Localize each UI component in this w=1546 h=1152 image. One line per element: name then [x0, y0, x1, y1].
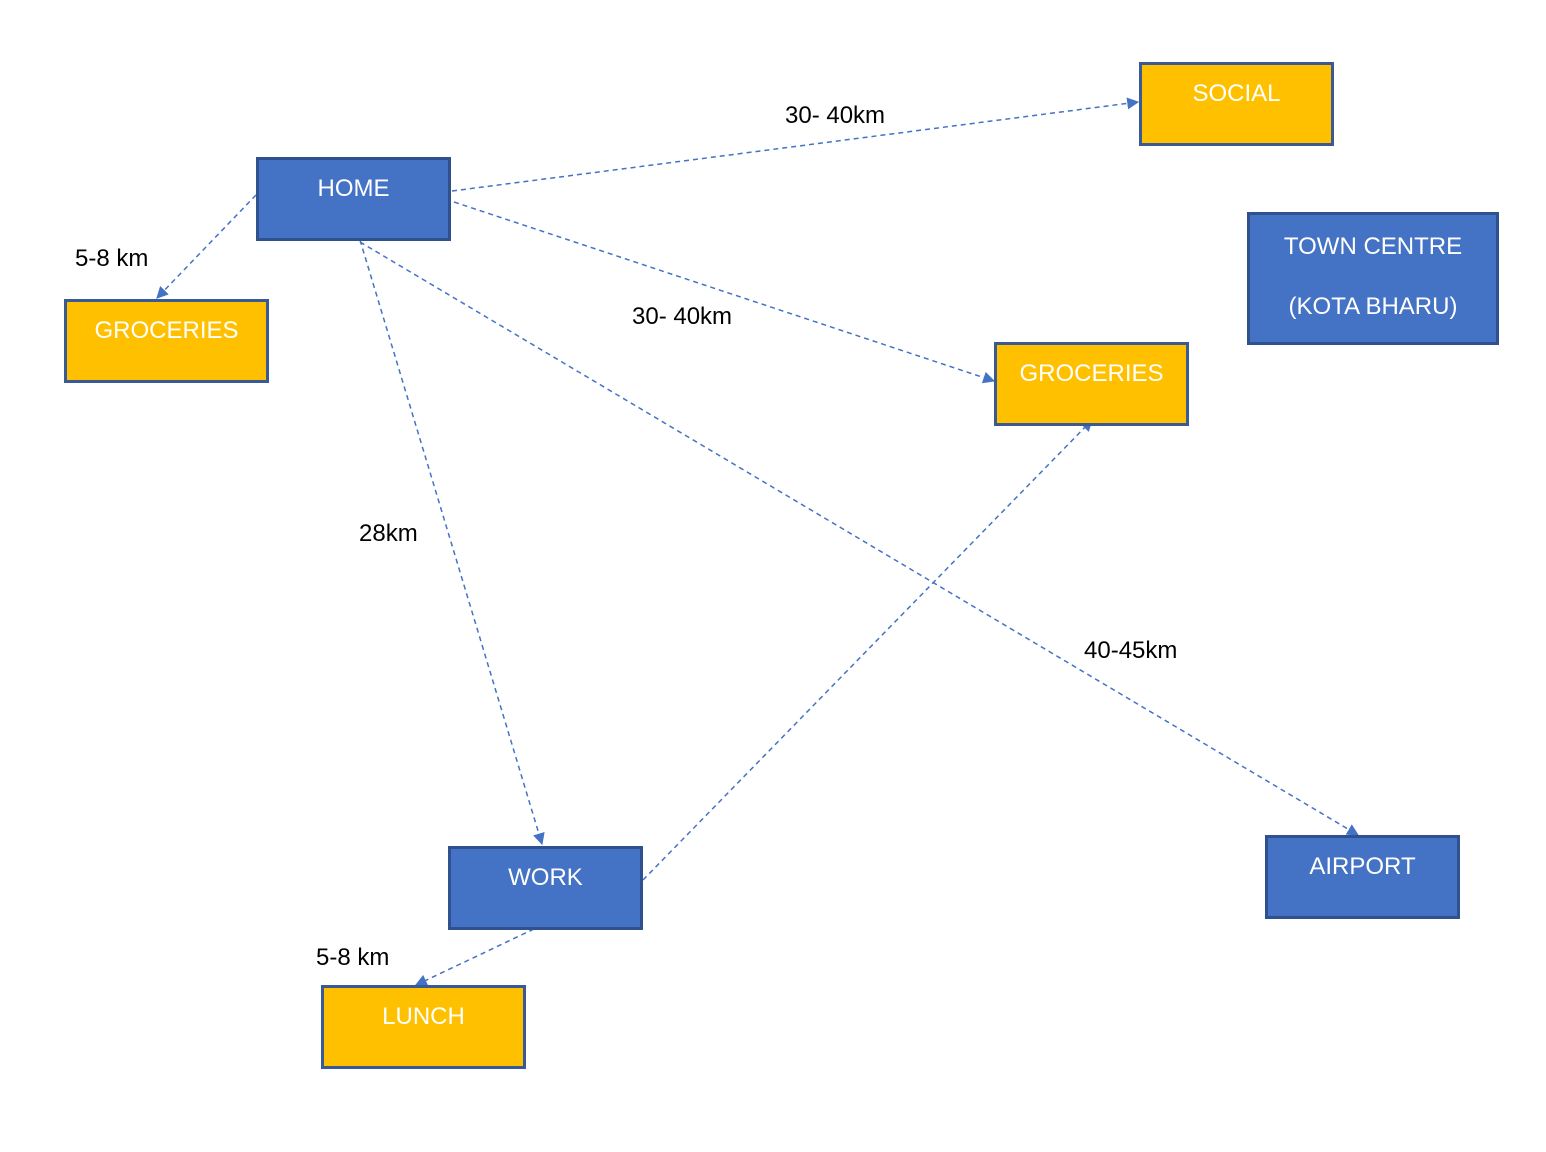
- distance-home-social: 30- 40km: [785, 102, 886, 129]
- town-centre-label-line1: TOWN CENTRE: [1283, 233, 1463, 260]
- town-centre-node[interactable]: TOWN CENTRE (KOTA BHARU): [1247, 212, 1499, 345]
- connector-work-groceries-right: [642, 419, 1093, 881]
- connector-home-airport: [359, 241, 1360, 836]
- connector-work-lunch: [414, 928, 535, 986]
- groceries-left-node[interactable]: GROCERIES: [64, 299, 269, 383]
- home-label: HOME: [317, 175, 390, 202]
- lunch-label: LUNCH: [382, 1003, 465, 1030]
- lunch-node[interactable]: LUNCH: [321, 985, 526, 1069]
- groceries-right-label: GROCERIES: [1019, 360, 1164, 387]
- distance-home-groceries-left: 5-8 km: [75, 245, 149, 272]
- town-centre-label-line2: (KOTA BHARU): [1288, 293, 1458, 320]
- work-label: WORK: [508, 864, 583, 891]
- groceries-left-label: GROCERIES: [94, 317, 239, 344]
- connector-home-groceries-left: [156, 194, 257, 299]
- work-node[interactable]: WORK: [448, 846, 643, 930]
- airport-label: AIRPORT: [1309, 853, 1416, 880]
- distance-home-airport: 40-45km: [1084, 637, 1178, 664]
- connector-home-groceries-right: [453, 201, 996, 384]
- distance-home-work: 28km: [359, 520, 418, 547]
- social-node[interactable]: SOCIAL: [1139, 62, 1334, 146]
- groceries-right-node[interactable]: GROCERIES: [994, 342, 1189, 426]
- connector-home-social: [451, 97, 1140, 192]
- distance-home-groceries-right: 30- 40km: [632, 303, 733, 330]
- home-node[interactable]: HOME: [256, 157, 451, 241]
- distance-work-lunch: 5-8 km: [316, 944, 390, 971]
- social-label: SOCIAL: [1192, 80, 1281, 107]
- airport-node[interactable]: AIRPORT: [1265, 835, 1460, 919]
- connector-home-work: [359, 239, 545, 846]
